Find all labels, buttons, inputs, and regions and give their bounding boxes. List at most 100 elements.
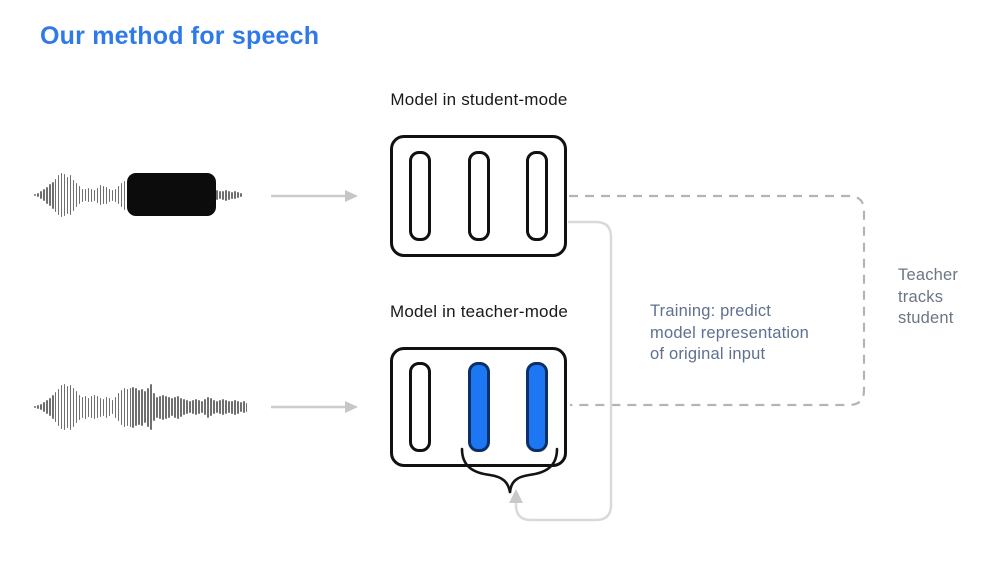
wave-bar <box>236 192 239 198</box>
wave-bar <box>123 180 126 210</box>
wave-bar <box>39 191 42 199</box>
wave-bar <box>108 398 111 416</box>
wave-bar <box>78 394 81 420</box>
wave-bar <box>138 389 141 425</box>
wave-bar <box>54 178 57 212</box>
wave-bar <box>225 189 227 201</box>
wave-bar <box>192 400 194 414</box>
wave-bar <box>39 404 42 410</box>
wave-bar <box>233 191 236 199</box>
wave-bar <box>180 397 182 417</box>
wave-bar <box>150 384 152 430</box>
wave-bar <box>129 387 132 427</box>
arrow-right-icon <box>271 401 358 413</box>
wave-bar <box>222 190 224 200</box>
feedback-arrow <box>509 220 613 522</box>
wave-bar <box>117 393 120 421</box>
wave-bar <box>84 189 87 201</box>
wave-bar <box>66 176 69 214</box>
teacher-model-label: Model in teacher-mode <box>389 302 569 321</box>
wave-bar <box>99 397 102 417</box>
wave-bar <box>201 401 203 413</box>
wave-bar <box>230 191 233 199</box>
wave-bar <box>168 396 170 418</box>
wave-bar <box>210 398 212 416</box>
representation-unit-filled <box>526 362 548 452</box>
wave-bar <box>51 181 54 209</box>
wave-bar <box>72 387 75 427</box>
wave-bar <box>48 184 51 206</box>
wave-bar <box>153 393 155 421</box>
wave-bar <box>84 395 87 419</box>
wave-bar <box>60 385 63 429</box>
original-waveform <box>34 384 252 430</box>
wave-bar <box>102 398 105 416</box>
training-note: Training: predict model representation o… <box>650 302 810 363</box>
wave-bar <box>186 400 188 414</box>
wave-bar <box>36 405 39 409</box>
representation-unit-outline <box>409 151 431 241</box>
wave-bar <box>81 396 84 418</box>
wave-bar <box>111 189 114 201</box>
teacher-model-box <box>390 347 567 467</box>
wave-bar <box>57 175 60 215</box>
wave-bar <box>227 190 230 200</box>
wave-bar <box>156 396 158 418</box>
wave-bar <box>233 399 236 415</box>
wave-bar <box>242 401 245 413</box>
student-model-box <box>390 135 567 257</box>
wave-bar <box>245 402 248 412</box>
wave-bar <box>222 399 224 415</box>
wave-bar <box>204 399 206 415</box>
wave-bar <box>207 396 209 418</box>
wave-bar <box>141 388 144 426</box>
wave-bar <box>227 401 230 413</box>
teacher-tracks-dashed-connector <box>569 194 866 407</box>
wave-bar <box>114 188 117 202</box>
wave-bar <box>69 384 72 430</box>
wave-bar <box>225 400 227 414</box>
wave-bar <box>99 185 102 205</box>
wave-bar <box>213 400 215 414</box>
wave-bar <box>87 397 90 417</box>
wave-bar <box>93 189 96 201</box>
wave-bar <box>216 401 218 413</box>
mask-block <box>127 173 216 216</box>
wave-bar <box>34 194 36 196</box>
wave-bar <box>216 190 218 200</box>
wave-bar <box>42 189 45 201</box>
wave-bar <box>34 406 36 408</box>
wave-bar <box>219 191 221 199</box>
wave-bar <box>78 186 81 204</box>
wave-bar <box>123 387 126 427</box>
wave-bar <box>81 188 84 202</box>
wave-bar <box>174 396 176 418</box>
wave-bar <box>105 186 108 204</box>
representation-unit-outline <box>526 151 548 241</box>
wave-bar <box>54 392 57 422</box>
wave-bar <box>162 394 164 420</box>
wave-bar <box>87 188 90 202</box>
wave-bar <box>42 402 45 412</box>
wave-bar <box>120 389 123 425</box>
wave-bar <box>144 391 147 423</box>
wave-bar <box>165 395 167 419</box>
wave-bar <box>111 400 114 414</box>
wave-bar <box>183 399 185 415</box>
wave-bar <box>51 395 54 419</box>
wave-bar <box>45 400 48 414</box>
wave-bar <box>198 400 200 414</box>
wave-bar <box>96 396 99 418</box>
wave-bar <box>63 174 66 216</box>
wave-bar <box>66 386 69 428</box>
curly-brace-icon <box>460 447 559 494</box>
wave-bar <box>159 395 161 419</box>
wave-bar <box>230 400 233 414</box>
wave-bar <box>60 173 63 217</box>
wave-bar <box>75 183 78 207</box>
wave-bar <box>102 186 105 204</box>
wave-bar <box>117 186 120 204</box>
wave-bar <box>63 384 66 430</box>
wave-bar <box>96 187 99 203</box>
